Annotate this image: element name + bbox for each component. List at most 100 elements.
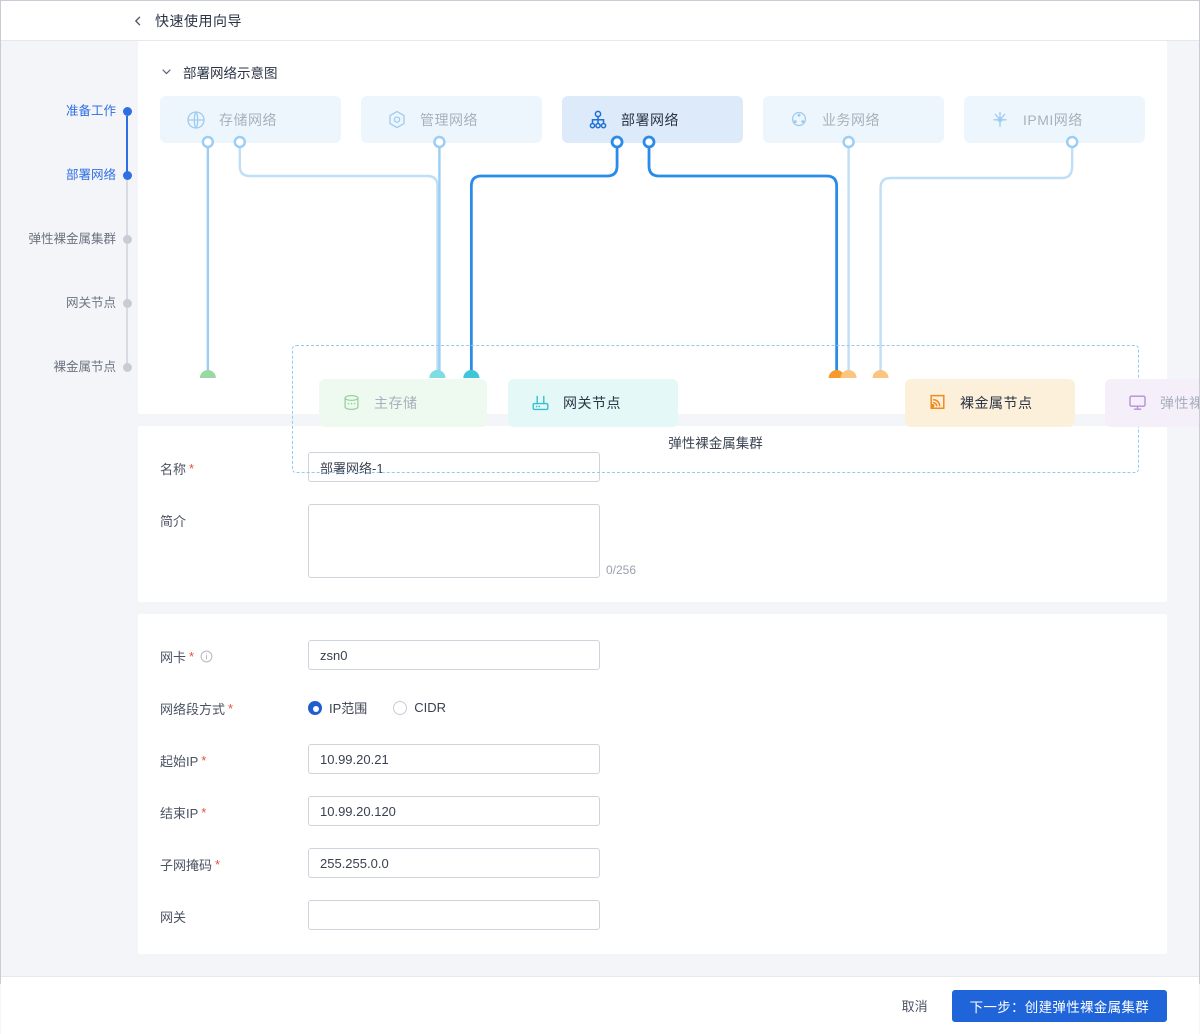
field-control bbox=[308, 744, 1167, 774]
field-row-end-ip: 结束IP * bbox=[138, 796, 1167, 826]
field-row-name: 名称 * bbox=[138, 452, 1167, 482]
network-type-row: 存储网络 管理网络 bbox=[160, 96, 1145, 143]
signal-broadcast-icon bbox=[927, 392, 949, 414]
network-card-storage[interactable]: 存储网络 bbox=[160, 96, 341, 143]
label-text: 子网掩码 bbox=[160, 858, 213, 873]
network-card-ipmi[interactable]: IPMI网络 bbox=[964, 96, 1145, 143]
step-connector-line bbox=[126, 180, 128, 238]
sidebar-item-deploy-network[interactable]: 部署网络 bbox=[1, 168, 138, 238]
field-row-netmask: 子网掩码 * bbox=[138, 848, 1167, 878]
end-ip-input[interactable] bbox=[308, 796, 600, 826]
nic-input[interactable] bbox=[308, 640, 600, 670]
node-box-gateway[interactable]: 网关节点 bbox=[508, 379, 678, 427]
basic-info-form: 名称 * 简介 0/256 bbox=[138, 426, 1167, 602]
monitor-icon bbox=[1127, 392, 1149, 414]
field-control bbox=[308, 900, 1167, 930]
diagram-body: 存储网络 管理网络 bbox=[138, 90, 1199, 473]
globe-icon bbox=[185, 109, 207, 131]
gateway-input[interactable] bbox=[308, 900, 600, 930]
cancel-button[interactable]: 取消 bbox=[898, 990, 932, 1021]
node-box-main-storage[interactable]: 主存储 bbox=[319, 379, 487, 427]
node-box-bare-metal-instance[interactable]: 弹性裸金属实例 bbox=[1105, 379, 1199, 427]
name-input[interactable] bbox=[308, 452, 600, 482]
step-label: 部署网络 bbox=[65, 168, 116, 182]
step-connector-line bbox=[126, 244, 128, 302]
field-control bbox=[308, 452, 1167, 482]
radio-cidr[interactable]: CIDR bbox=[393, 700, 446, 715]
main-content: 部署网络示意图 存储网络 bbox=[138, 41, 1199, 976]
page-title: 快速使用向导 bbox=[155, 12, 242, 29]
step-label: 准备工作 bbox=[65, 104, 116, 118]
step-dot bbox=[123, 299, 132, 308]
node-box-label: 网关节点 bbox=[563, 395, 621, 411]
field-label-nic: 网卡 * bbox=[138, 640, 308, 666]
spacer bbox=[138, 966, 1167, 976]
field-label-start-ip: 起始IP * bbox=[138, 744, 308, 770]
step-label: 裸金属节点 bbox=[53, 360, 116, 374]
network-card-deploy[interactable]: 部署网络 bbox=[562, 96, 743, 143]
router-icon bbox=[530, 392, 552, 414]
chevron-left-icon[interactable] bbox=[131, 14, 145, 28]
radio-ip-range[interactable]: IP范围 bbox=[308, 698, 367, 717]
sidebar-item-gateway-node[interactable]: 网关节点 bbox=[1, 296, 138, 366]
field-label-gateway: 网关 bbox=[138, 900, 308, 926]
field-row-description: 简介 0/256 bbox=[138, 504, 1167, 578]
wizard-body: 准备工作 部署网络 弹性裸金属集群 网关节点 裸金属节点 bbox=[1, 41, 1199, 976]
segment-mode-radio-group: IP范围 CIDR bbox=[308, 692, 446, 722]
sidebar-item-bare-metal-node[interactable]: 裸金属节点 bbox=[1, 360, 138, 424]
field-control: 0/256 bbox=[308, 504, 1167, 578]
cluster-label: 弹性裸金属集群 bbox=[668, 436, 763, 451]
label-text: 网络段方式 bbox=[160, 702, 226, 717]
ipmi-antenna-icon bbox=[989, 109, 1011, 131]
sidebar-item-bare-metal-cluster[interactable]: 弹性裸金属集群 bbox=[1, 232, 138, 302]
label-text: 网卡 bbox=[160, 650, 187, 665]
chevron-down-icon bbox=[160, 65, 173, 80]
required-marker: * bbox=[201, 805, 207, 820]
network-card-business[interactable]: 业务网络 bbox=[763, 96, 944, 143]
cloud-nodes-icon bbox=[788, 109, 810, 131]
node-box-label: 弹性裸金属实例 bbox=[1160, 395, 1199, 411]
diagram-title: 部署网络示意图 bbox=[183, 66, 278, 81]
netmask-input[interactable] bbox=[308, 848, 600, 878]
step-dot bbox=[123, 363, 132, 372]
network-tree-icon bbox=[587, 109, 609, 131]
label-text: 名称 bbox=[160, 462, 187, 477]
step-dot bbox=[123, 171, 132, 180]
node-box-label: 主存储 bbox=[374, 395, 418, 411]
field-label-netmask: 子网掩码 * bbox=[138, 848, 308, 874]
network-config-form: 网卡 * 网络段方式 bbox=[138, 614, 1167, 954]
radio-label: CIDR bbox=[414, 700, 447, 715]
step-connector-line bbox=[126, 116, 128, 174]
node-box-bare-metal[interactable]: 裸金属节点 bbox=[905, 379, 1075, 427]
footer-bar: 取消 下一步：创建弹性裸金属集群 bbox=[1, 976, 1199, 1034]
step-label: 弹性裸金属集群 bbox=[28, 232, 116, 246]
network-card-label: IPMI网络 bbox=[1023, 111, 1083, 128]
database-icon bbox=[341, 392, 363, 414]
radio-indicator bbox=[308, 700, 322, 715]
required-marker: * bbox=[215, 857, 221, 872]
network-card-label: 业务网络 bbox=[822, 111, 880, 128]
network-diagram-card: 部署网络示意图 存储网络 bbox=[138, 41, 1199, 473]
diagram-collapse-toggle[interactable]: 部署网络示意图 bbox=[138, 41, 1167, 82]
label-text: 简介 bbox=[160, 514, 187, 529]
network-card-management[interactable]: 管理网络 bbox=[361, 96, 542, 143]
label-text: 结束IP bbox=[160, 806, 199, 821]
field-control bbox=[308, 848, 1167, 878]
node-box-label: 裸金属节点 bbox=[960, 395, 1033, 411]
top-bar: 快速使用向导 bbox=[1, 1, 1199, 41]
network-card-label: 存储网络 bbox=[219, 111, 277, 128]
field-label-end-ip: 结束IP * bbox=[138, 796, 308, 822]
field-row-nic: 网卡 * bbox=[138, 640, 1167, 670]
network-card-label: 部署网络 bbox=[621, 111, 679, 128]
next-step-button[interactable]: 下一步：创建弹性裸金属集群 bbox=[951, 989, 1167, 1022]
description-textarea[interactable] bbox=[308, 504, 600, 578]
info-circle-icon[interactable] bbox=[200, 650, 213, 663]
cluster-region: 主存储 网关节点 bbox=[292, 345, 1199, 473]
field-row-start-ip: 起始IP * bbox=[138, 744, 1167, 774]
steps-sidebar: 准备工作 部署网络 弹性裸金属集群 网关节点 裸金属节点 bbox=[1, 41, 138, 976]
start-ip-input[interactable] bbox=[308, 744, 600, 774]
field-label-segment-mode: 网络段方式 * bbox=[138, 692, 308, 718]
step-label: 网关节点 bbox=[65, 296, 116, 310]
sidebar-item-preparation[interactable]: 准备工作 bbox=[1, 104, 138, 174]
